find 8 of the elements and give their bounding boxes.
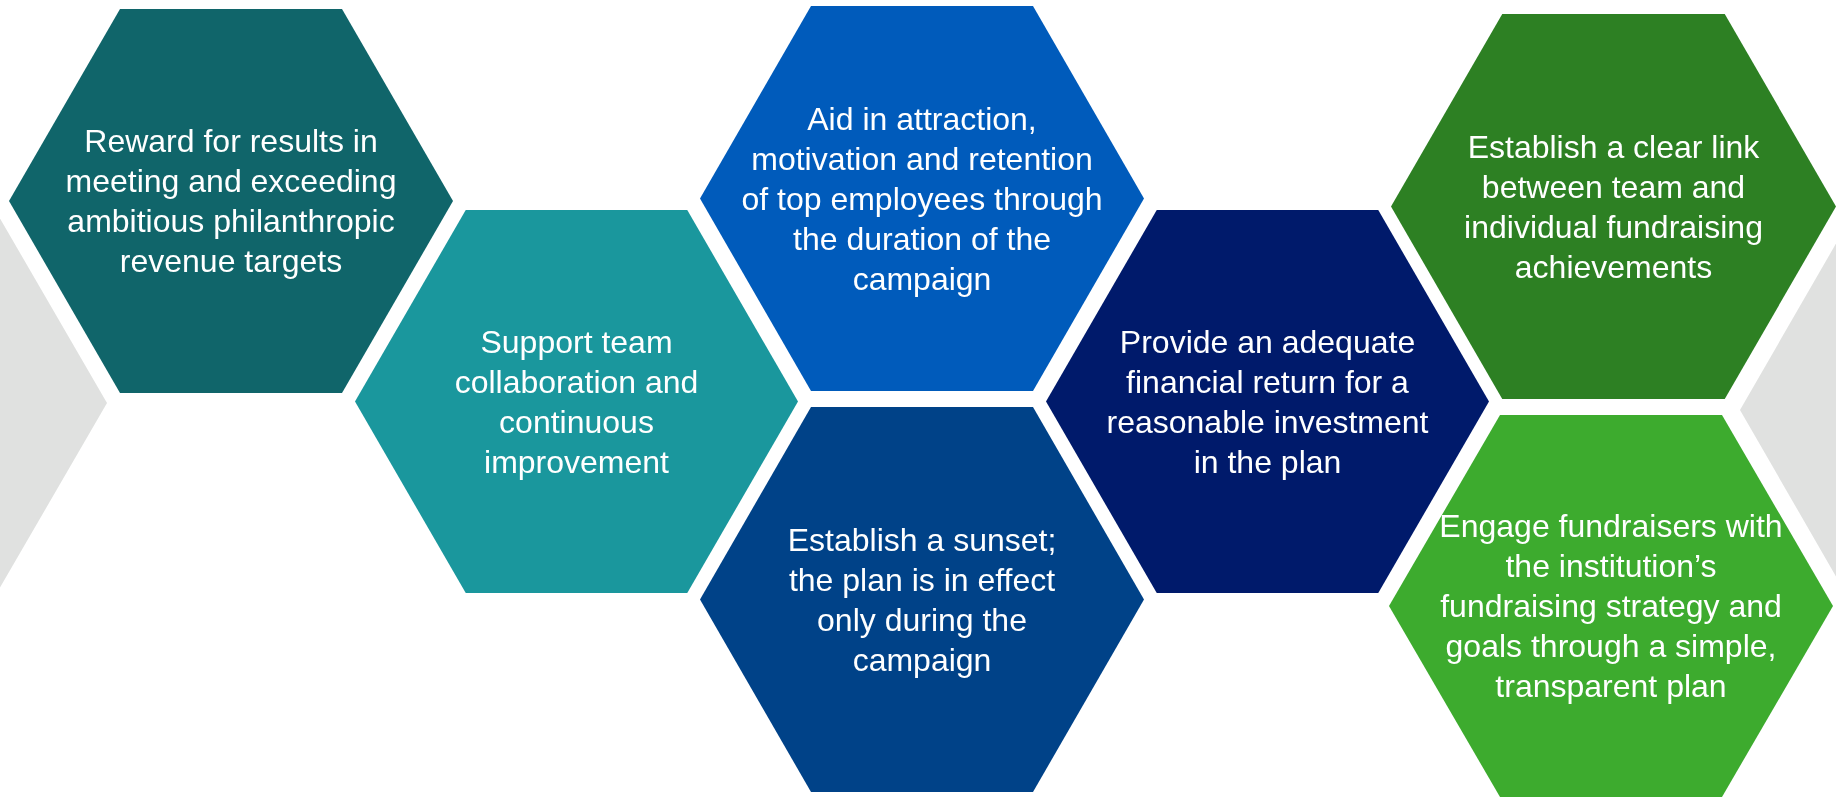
hexagon-text: Engage fundraisers with the institution’s fundraising strategy and goals through a simple, transparent plan (1438, 507, 1784, 706)
hexagon-text: Support team collaboration and continuous improvement (453, 322, 700, 482)
hexagon-text: Provide an adequate financial return for a reasonable investment in the plan (1105, 322, 1430, 482)
hexagon-text: Establish a sunset; the plan is in effect only during the campaign (786, 520, 1058, 680)
hexagon-text: Establish a clear link between team and individual fundraising achievements (1463, 127, 1764, 287)
hexagon-text: Aid in attraction, motivation and retention of top employees through the duration of the campaign (741, 99, 1103, 299)
hexagon-tile (9, 9, 453, 393)
hexagon-text: Reward for results in meeting and exceeding ambitious philanthropic revenue targets (64, 122, 398, 281)
